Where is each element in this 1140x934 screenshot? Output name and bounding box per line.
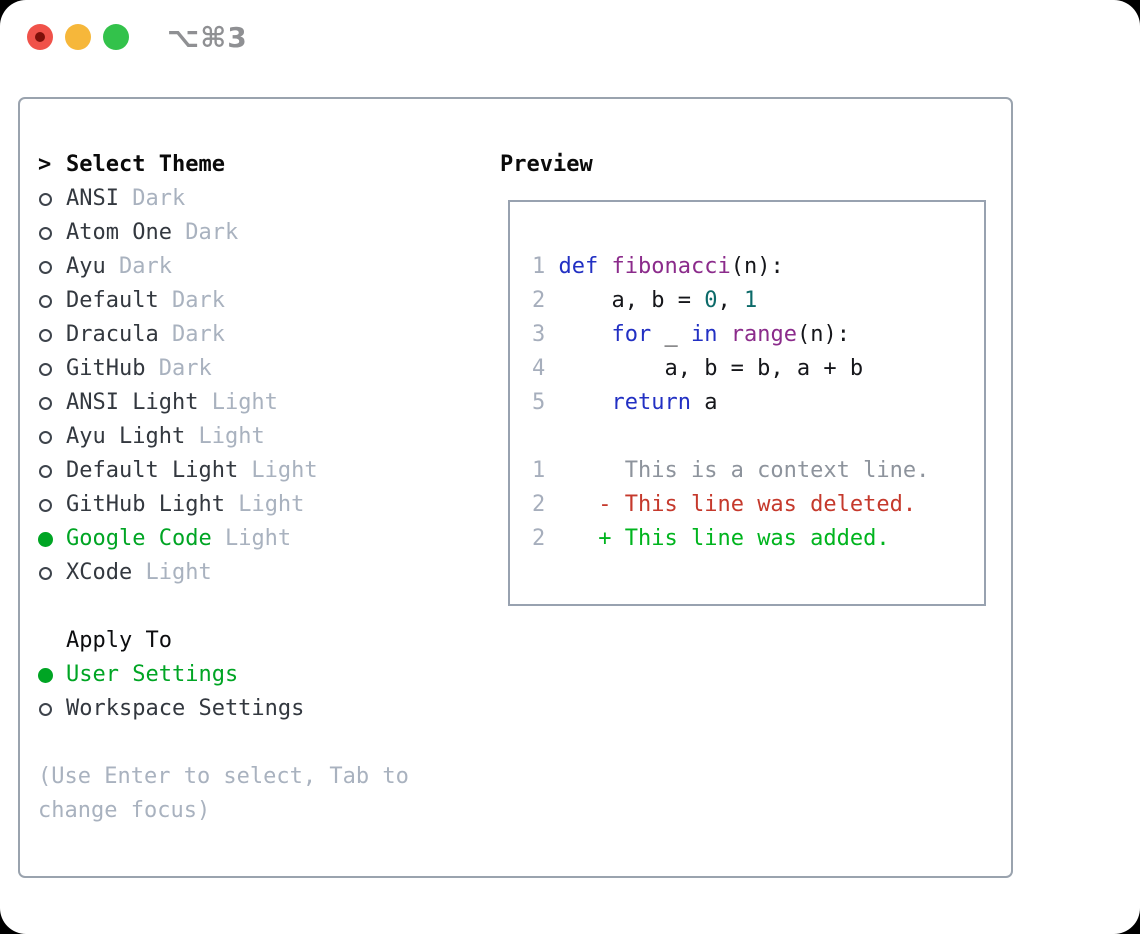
option-variant-label: Dark [118,186,186,211]
code-line: 5 return a [532,390,718,415]
diff-line: 2 - This line was deleted. [532,492,917,517]
option-label: ANSI Light [66,390,199,415]
line-number: 2 [532,492,559,517]
radio-icon [38,702,66,716]
option-label: XCode [66,560,133,585]
close-button-dot [35,32,45,42]
radio-icon [38,328,66,342]
preview-title: Preview [500,152,593,177]
option-variant-label: Dark [145,356,212,381]
radio-icon [38,566,66,580]
line-number: 3 [532,322,559,347]
option-label: User Settings [66,662,239,687]
option-variant-label: Dark [105,254,172,279]
option-label: Default Light [66,458,239,483]
code-line: 3 for _ in range(n): [532,322,850,347]
theme-option-default-light[interactable]: Default Light Light [38,454,409,488]
apply-option-user-settings[interactable]: User Settings [38,658,409,692]
theme-option-default[interactable]: Default Dark [38,284,409,318]
hint-text-line1: (Use Enter to select, Tab to [38,764,409,789]
line-number: 5 [532,390,559,415]
radio-icon [38,464,66,478]
hint-text-line2: change focus) [38,798,211,823]
theme-option-ansi[interactable]: ANSI Dark [38,182,409,216]
line-number: 2 [532,288,559,313]
apply-option-workspace-settings[interactable]: Workspace Settings [38,692,409,726]
theme-option-google-code[interactable]: Google Code Light [38,522,409,556]
line-number: 4 [532,356,559,381]
option-label: GitHub Light [66,492,225,517]
radio-icon [38,260,66,274]
option-variant-label: Light [224,492,305,517]
code-line: 1 def fibonacci(n): [532,254,784,279]
radio-selected-icon [38,531,66,547]
code-line: 4 a, b = b, a + b [532,356,864,381]
code-preview: 1 def fibonacci(n): 2 a, b = 0, 1 3 for _ … [532,250,929,556]
option-label: Ayu [66,254,106,279]
radio-selected-icon [38,667,66,683]
spacer-row [38,590,409,624]
diff-sample: 1 This is a context line. 2 - This line w… [532,454,929,556]
option-variant-label: Dark [158,288,225,313]
radio-icon [38,226,66,240]
cursor-icon: > [38,152,52,177]
option-variant-label: Light [211,526,292,551]
option-variant-label: Dark [171,220,239,245]
theme-option-github-light[interactable]: GitHub Light Light [38,488,409,522]
close-button[interactable] [27,24,53,50]
option-variant-label: Light [238,458,318,483]
theme-option-atom-one[interactable]: Atom One Dark [38,216,409,250]
radio-icon [38,396,66,410]
option-label: Atom One [66,220,172,245]
theme-option-xcode[interactable]: XCode Light [38,556,409,590]
option-label: Workspace Settings [66,696,305,721]
radio-icon [38,430,66,444]
apply-to-header-row: Apply To [38,624,409,658]
zoom-button[interactable] [103,24,129,50]
option-label: GitHub [66,356,146,381]
radio-icon [38,192,66,206]
option-label: Ayu Light [66,424,186,449]
line-number: 1 [532,254,559,279]
option-variant-label: Light [132,560,212,585]
select-theme-title: Select Theme [66,152,225,177]
option-variant-label: Dark [158,322,225,347]
radio-icon [38,498,66,512]
theme-option-ayu[interactable]: Ayu Dark [38,250,409,284]
theme-option-dracula[interactable]: Dracula Dark [38,318,409,352]
preview-panel: 1 def fibonacci(n): 2 a, b = 0, 1 3 for _ … [508,200,986,606]
option-variant-label: Light [185,424,265,449]
option-label: Google Code [66,526,212,551]
option-label: ANSI [66,186,119,211]
theme-option-ayu-light[interactable]: Ayu Light Light [38,420,409,454]
select-theme-header: > Select Theme [38,148,409,182]
line-number: 2 [532,526,559,551]
radio-icon [38,294,66,308]
apply-to-title: Apply To [66,628,172,653]
minimize-button[interactable] [65,24,91,50]
option-label: Dracula [66,322,159,347]
window-shortcut-label: ⌥⌘3 [167,21,248,54]
diff-line: 2 + This line was added. [532,526,890,551]
syntax-sample: 1 def fibonacci(n): 2 a, b = 0, 1 3 for _ … [532,250,929,420]
spacer-row [38,726,409,760]
option-label: Default [66,288,159,313]
diff-line: 1 This is a context line. [532,458,930,483]
theme-option-ansi-light[interactable]: ANSI Light Light [38,386,409,420]
option-variant-label: Light [198,390,278,415]
line-number: 1 [532,458,559,483]
theme-option-github[interactable]: GitHub Dark [38,352,409,386]
code-line: 2 a, b = 0, 1 [532,288,758,313]
radio-icon [38,362,66,376]
